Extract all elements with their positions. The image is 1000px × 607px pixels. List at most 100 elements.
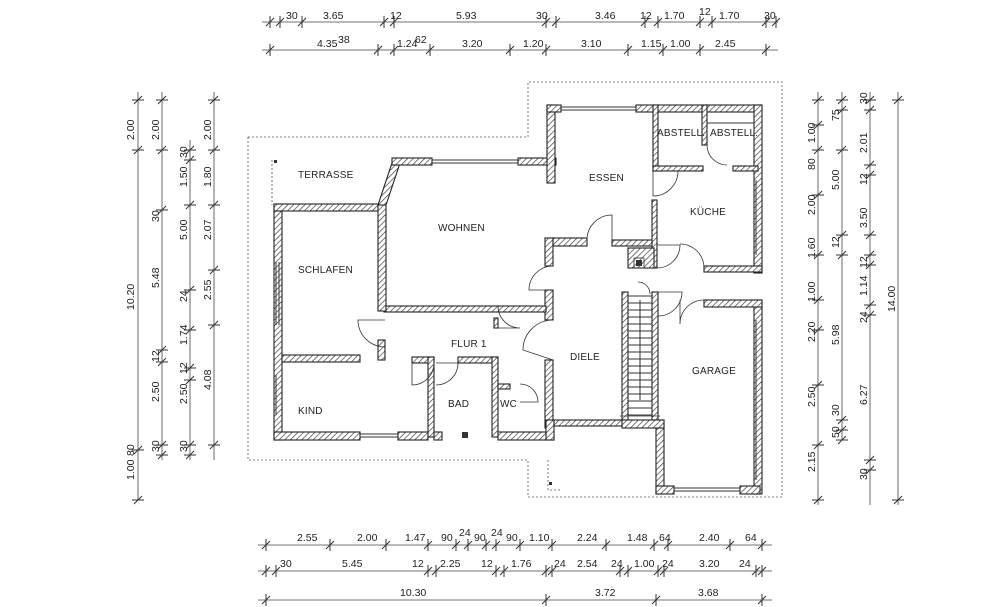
wall xyxy=(433,431,443,441)
dim-text: 2.00 xyxy=(357,532,378,544)
dim-text: 5.98 xyxy=(830,324,842,345)
wall xyxy=(497,383,511,390)
dim-text: 5.00 xyxy=(178,219,190,240)
dim-text: 2.25 xyxy=(440,558,461,570)
wall xyxy=(281,354,361,363)
dim-text: 12 xyxy=(481,558,493,570)
dim-text: 2.00 xyxy=(125,119,137,140)
dim-text: 3.20 xyxy=(699,558,720,570)
dim-text: 4.35 xyxy=(317,38,338,50)
dim-text: 1.74 xyxy=(178,324,190,345)
dim-text: 24 xyxy=(491,527,503,539)
dim-text: 30 xyxy=(536,10,548,22)
dims-left-col4: 2.00 1.80 2.07 2.55 4.08 80 xyxy=(125,119,214,456)
dim-text: 2.40 xyxy=(699,532,720,544)
dim-text: 64 xyxy=(745,532,757,544)
dim-text: 3.50 xyxy=(858,207,870,228)
dim-text: 1.00 xyxy=(125,459,137,480)
dim-text: 1.15 xyxy=(641,38,662,50)
dim-text: 38 xyxy=(338,34,350,46)
dim-text: 30 xyxy=(178,440,190,452)
wall xyxy=(739,485,761,495)
dim-text: 2.00 xyxy=(806,194,818,215)
wall xyxy=(732,165,759,172)
wall xyxy=(655,419,665,495)
room-label-diele: DIELE xyxy=(570,352,600,363)
dim-text: 2.15 xyxy=(806,451,818,472)
dim-text: 2.45 xyxy=(715,38,736,50)
dim-text: 14.00 xyxy=(886,286,898,312)
wall xyxy=(553,419,623,427)
dim-text: 5.93 xyxy=(456,10,477,22)
dim-text: 30 xyxy=(286,10,298,22)
dim-text: 1.14 xyxy=(858,275,870,296)
wall xyxy=(517,157,557,166)
dim-text: 1.76 xyxy=(511,558,532,570)
windows xyxy=(275,106,757,492)
dim-text: 1.47 xyxy=(405,532,426,544)
dims-right-col1: 1.00 80 2.00 1.60 1.00 2.20 2.50 2.15 xyxy=(806,122,818,472)
dim-text: 30 xyxy=(178,146,190,158)
room-label-essen: ESSEN xyxy=(589,173,624,184)
dim-text: 2.20 xyxy=(806,321,818,342)
dim-text: 1.00 xyxy=(634,558,655,570)
dim-text: 2.50 xyxy=(150,381,162,402)
wall xyxy=(491,356,499,438)
dim-text: 12 xyxy=(150,350,162,362)
dim-text: 12 xyxy=(640,10,652,22)
wall xyxy=(377,339,386,361)
dim-text: 1.00 xyxy=(806,281,818,302)
dim-text: 80 xyxy=(125,444,137,456)
dim-text: 1.00 xyxy=(670,38,691,50)
wall xyxy=(273,203,283,441)
dims-bottom-row2: 30 5.45 12 2.25 12 1.76 24 2.54 24 1.00 … xyxy=(280,558,751,570)
dim-text: 62 xyxy=(415,34,427,46)
wall xyxy=(377,159,401,206)
room-label-garage: GARAGE xyxy=(692,366,736,377)
staircase xyxy=(628,295,652,416)
dim-text: 30 xyxy=(764,10,776,22)
room-label-bad: BAD xyxy=(448,399,469,410)
wall xyxy=(493,317,499,329)
room-label-kind: KIND xyxy=(298,406,323,417)
wall xyxy=(546,104,562,113)
room-label-abstell-2: ABSTELL. xyxy=(710,128,758,139)
dim-text: 12 xyxy=(390,10,402,22)
dim-text: 24 xyxy=(554,558,566,570)
dim-text: 2.00 xyxy=(202,119,214,140)
dim-text: 12 xyxy=(858,173,870,185)
dim-text: 2.55 xyxy=(297,532,318,544)
dim-text: 90 xyxy=(474,532,486,544)
dim-text: 64 xyxy=(659,532,671,544)
dims-right-col3: 30 2.01 12 3.50 12 1.14 24 6.27 30 xyxy=(858,92,870,480)
dim-text: 3.20 xyxy=(462,38,483,50)
wall xyxy=(655,485,675,495)
dim-text: 2.00 xyxy=(150,119,162,140)
dims-top-row2: 4.35 38 1.24 62 3.20 1.20 3.10 1.15 1.00… xyxy=(317,34,736,50)
dim-text: 2.55 xyxy=(202,279,214,300)
dim-text: 12 xyxy=(699,6,711,18)
wall xyxy=(703,299,763,308)
dim-text: 5.00 xyxy=(830,169,842,190)
doors xyxy=(357,144,728,403)
dim-text: 2.01 xyxy=(858,132,870,153)
dim-text: 1.10 xyxy=(529,532,550,544)
dim-text: 1.48 xyxy=(627,532,648,544)
wall xyxy=(621,419,665,429)
wall xyxy=(391,157,433,166)
dim-text: 1.00 xyxy=(806,122,818,143)
dim-text: 30 xyxy=(858,468,870,480)
dim-text: 1.50 xyxy=(178,166,190,187)
dim-text: 24 xyxy=(662,558,674,570)
dim-text: 30 xyxy=(830,404,842,416)
wall xyxy=(544,237,554,267)
terrace-outline xyxy=(271,160,560,491)
dim-text: 10.30 xyxy=(400,587,426,599)
dim-text: 12 xyxy=(830,236,842,248)
walls xyxy=(273,104,763,495)
dim-text: 2.54 xyxy=(577,558,598,570)
dim-text: 1.70 xyxy=(664,10,685,22)
wall xyxy=(545,419,555,441)
dims-right-col4: 14.00 xyxy=(886,286,898,312)
dim-text: 5.48 xyxy=(150,267,162,288)
